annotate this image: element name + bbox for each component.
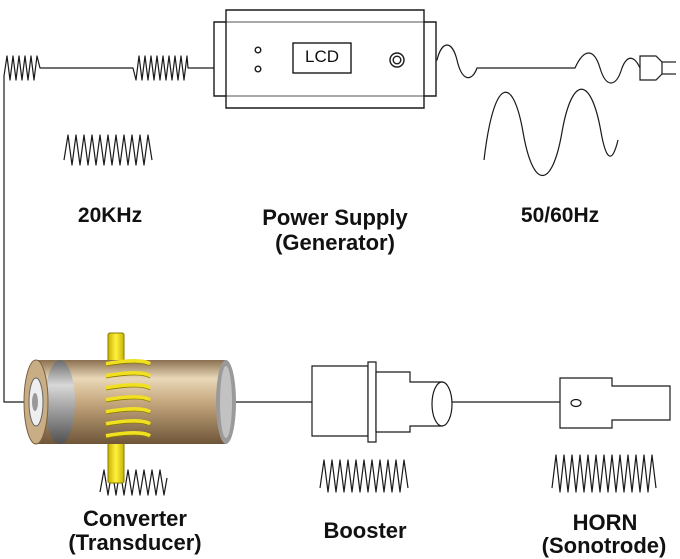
horn-title: HORN [572, 510, 638, 535]
output-waveform-icon [63, 134, 153, 166]
booster-waveform-icon [319, 459, 409, 493]
horn-waveform-icon [551, 454, 657, 493]
indicator-led [254, 46, 262, 54]
converter-title: Converter [83, 506, 187, 531]
generator-title: Power Supply [262, 205, 408, 230]
lcd-display [292, 42, 352, 74]
power-input-cable [436, 44, 641, 84]
indicator-led [254, 65, 262, 73]
power-knob [392, 55, 402, 65]
converter-transducer [23, 332, 236, 484]
generator-box [213, 9, 437, 109]
booster-component [311, 361, 453, 443]
converter-subtitle: (Transducer) [68, 530, 202, 555]
power-plug-icon [639, 55, 676, 81]
input-waveform-icon [483, 88, 619, 177]
lcd-label: LCD [304, 47, 339, 66]
booster-label: Booster [323, 518, 407, 543]
output-cable [3, 55, 215, 403]
output-frequency-label: 20KHz [77, 204, 143, 227]
horn-sonotrode [559, 377, 671, 429]
generator-subtitle: (Generator) [275, 230, 395, 255]
horn-subtitle: (Sonotrode) [541, 533, 667, 558]
input-frequency-label: 50/60Hz [520, 204, 600, 227]
